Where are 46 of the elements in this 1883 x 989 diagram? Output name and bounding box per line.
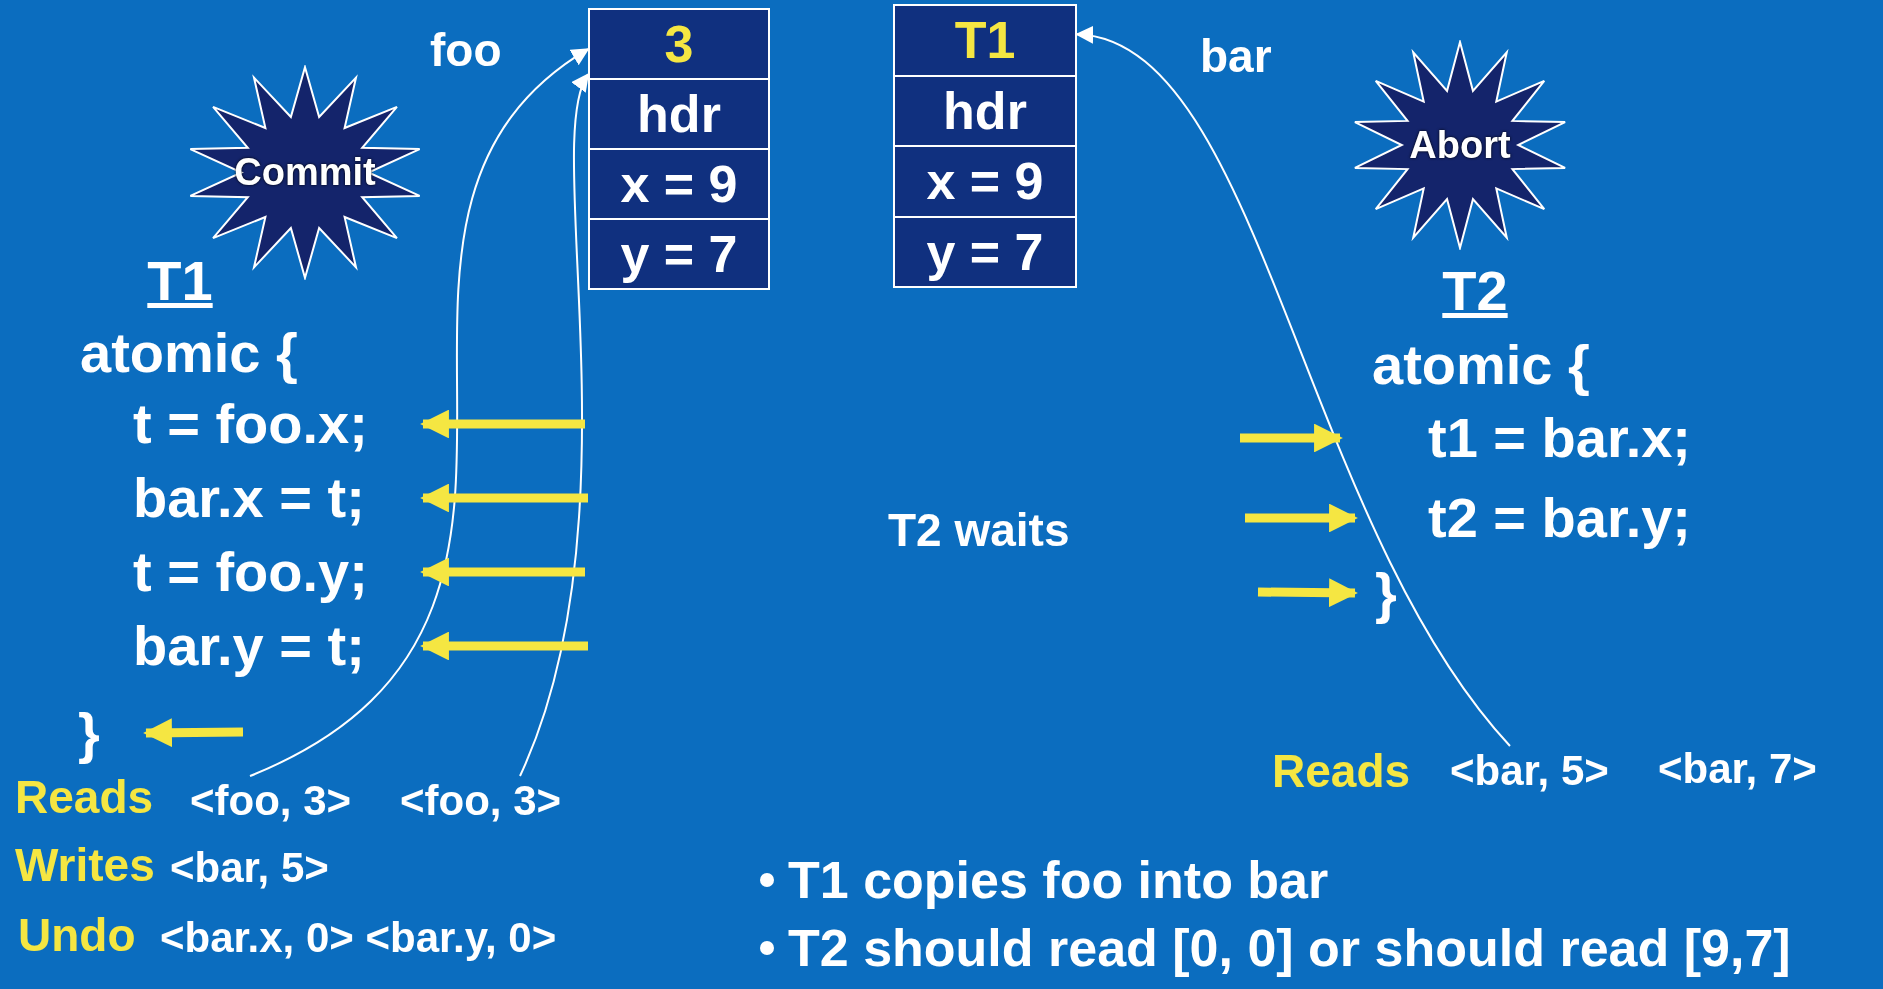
code-text: bar	[1200, 28, 1300, 84]
object-field-cell: hdr	[893, 74, 1077, 147]
transaction-heading: T1	[120, 248, 240, 314]
object-field-cell: x = 9	[893, 145, 1077, 218]
pointer-arrow	[420, 557, 585, 587]
pointer-arrow	[1245, 503, 1358, 533]
pointer-arrow	[420, 631, 588, 661]
write-entry: <bar, 5>	[170, 845, 329, 892]
code-text: <foo, 3>	[400, 776, 600, 826]
object-field-cell: y = 7	[588, 218, 770, 290]
reads-label: Reads	[15, 772, 154, 823]
code-text: bar.y = t;	[133, 614, 423, 678]
pointer-arrow	[1257, 578, 1358, 608]
read-entry: <bar, 7>	[1658, 746, 1817, 793]
code-text: atomic {	[80, 320, 380, 386]
code-text: <bar, 5>	[1450, 746, 1650, 796]
object-field-cell: hdr	[588, 78, 770, 150]
code-text: <foo, 3>	[190, 776, 390, 826]
code-text: t2 = bar.y;	[1355, 486, 1755, 550]
transaction-heading: T2	[1415, 258, 1535, 324]
pointer-arrow	[143, 718, 244, 748]
undo-label: Undo	[18, 910, 136, 961]
code-text: t = foo.x;	[133, 392, 423, 456]
reads-label: Reads	[1272, 746, 1411, 797]
bullet-text: T2 should read [0, 0] or should read [9,7]	[788, 918, 1791, 978]
code-text: t = foo.y;	[133, 540, 423, 604]
code-text: atomic {	[1372, 332, 1672, 398]
status-text: T2 waits	[888, 505, 1070, 556]
pointer-arrow	[420, 483, 588, 513]
code-text: }	[1355, 560, 1435, 626]
code-text: }	[78, 700, 146, 766]
object-field-cell: x = 9	[588, 148, 770, 220]
burst-label: Commit	[234, 151, 376, 194]
undo-entry: <bar.x, 0> <bar.y, 0>	[160, 915, 557, 962]
pointer-arrow	[249, 48, 590, 777]
code-text: bar.x = t;	[133, 466, 423, 530]
object-header-cell: T1	[893, 4, 1077, 77]
burst-label: Abort	[1409, 123, 1511, 167]
pointer-arrow	[1240, 423, 1343, 453]
object-header-cell: 3	[588, 8, 770, 80]
code-text: t1 = bar.x;	[1340, 406, 1740, 470]
pointer-arrow	[420, 409, 585, 439]
bullet-text: T1 copies foo into bar	[788, 850, 1329, 910]
object-field-cell: y = 7	[893, 215, 1077, 288]
code-text: foo	[430, 22, 540, 78]
writes-label: Writes	[15, 840, 155, 891]
